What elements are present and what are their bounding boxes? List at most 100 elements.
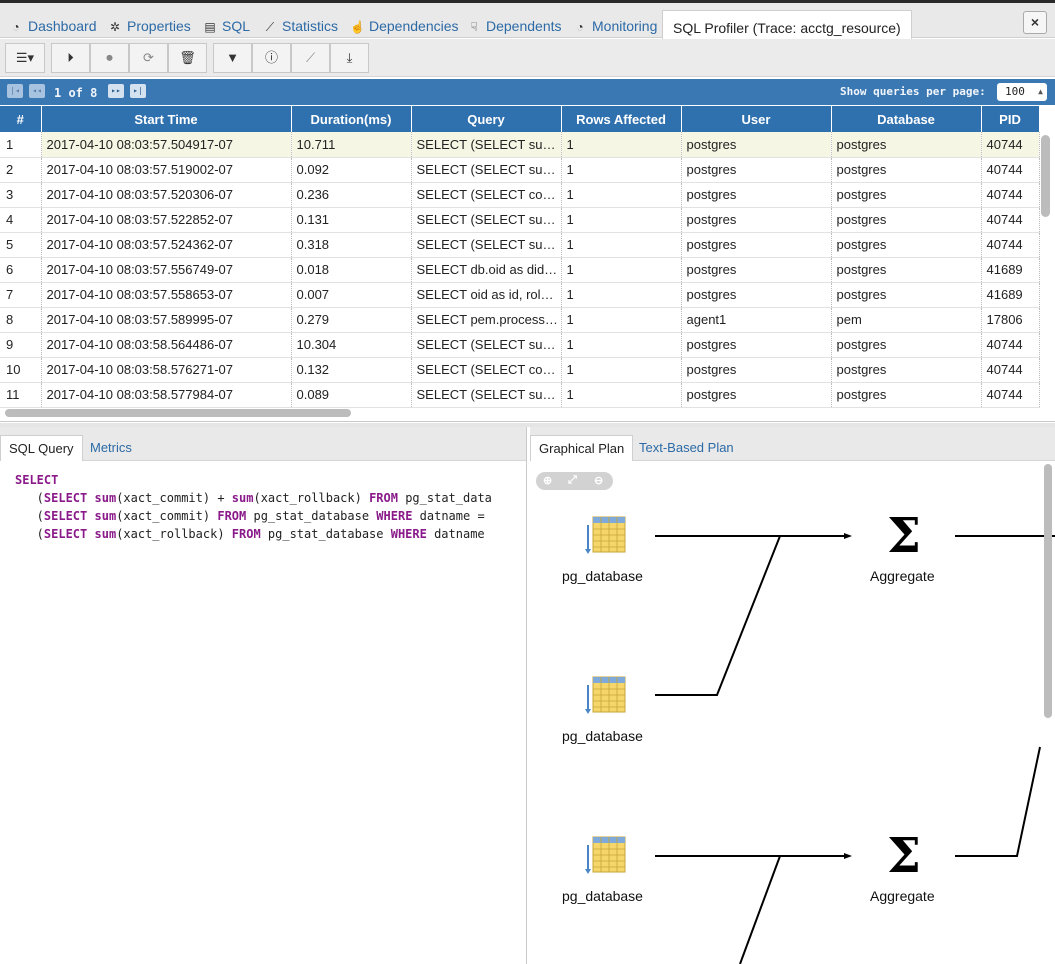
prev-page-button[interactable]: ◂◂ bbox=[29, 84, 45, 98]
info-button[interactable]: ⓘ bbox=[252, 43, 291, 73]
stop-trace-button[interactable]: ⏺ bbox=[90, 43, 129, 73]
table-cell: postgres bbox=[831, 182, 982, 208]
table-cell: 1 bbox=[561, 357, 682, 383]
info-icon: ⓘ bbox=[264, 50, 278, 65]
table-cell: 1 bbox=[561, 282, 682, 308]
column-header[interactable]: Duration(ms) bbox=[291, 106, 412, 132]
table-cell: 1 bbox=[561, 182, 682, 208]
next-page-button[interactable]: ▸▸ bbox=[108, 84, 124, 98]
table-cell: 0.236 bbox=[291, 182, 412, 208]
start-trace-button[interactable]: ⏵ bbox=[51, 43, 90, 73]
tab-graphical-plan[interactable]: Graphical Plan bbox=[530, 435, 634, 461]
sql-keyword: SELECT bbox=[43, 491, 88, 505]
sql-keyword: sum bbox=[94, 527, 117, 541]
sql-text: pg_stat_database bbox=[246, 509, 377, 523]
sql-query-text[interactable]: SELECT (SELECT sum(xact_commit) + sum(xa… bbox=[15, 471, 492, 543]
table-cell: postgres bbox=[831, 332, 982, 358]
column-header[interactable]: Rows Affected bbox=[561, 106, 682, 132]
delete-trace-button[interactable]: 🗑 bbox=[168, 43, 207, 73]
column-header[interactable]: Start Time bbox=[41, 106, 292, 132]
zoom-out-icon[interactable]: ⊖ bbox=[594, 475, 604, 487]
table-cell: postgres bbox=[831, 257, 982, 283]
tab-sql-profiler[interactable]: SQL Profiler (Trace: acctg_resource) bbox=[662, 10, 912, 41]
table-cell: SELECT (SELECT sum(tup_inserted) FROM pg… bbox=[411, 207, 562, 233]
plan-vertical-scrollbar[interactable] bbox=[1044, 464, 1052, 718]
tab-dependents[interactable]: ☟Dependents bbox=[467, 14, 561, 38]
grid-horizontal-scrollbar[interactable] bbox=[5, 409, 351, 417]
column-header[interactable]: PID bbox=[981, 106, 1040, 132]
table-cell: 2017-04-10 08:03:57.519002-07 bbox=[41, 157, 292, 183]
aggregate-sigma-icon[interactable]: Σ bbox=[887, 828, 921, 884]
sql-keyword: FROM bbox=[217, 509, 247, 523]
table-cell: postgres bbox=[681, 257, 832, 283]
dashboard-icon: ◔ bbox=[12, 20, 20, 34]
filter-button[interactable]: ▼ bbox=[213, 43, 252, 73]
tab-metrics[interactable]: Metrics bbox=[90, 440, 132, 455]
tab-sql[interactable]: ▤SQL bbox=[203, 14, 250, 38]
table-cell: 40744 bbox=[981, 132, 1040, 158]
tab-properties[interactable]: ✲Properties bbox=[108, 14, 191, 38]
table-cell: postgres bbox=[681, 382, 832, 408]
aggregate-sigma-icon[interactable]: Σ bbox=[887, 508, 921, 564]
column-header[interactable]: # bbox=[0, 106, 42, 132]
last-page-button[interactable]: ▸| bbox=[130, 84, 146, 98]
tab-monitoring[interactable]: ◔Monitoring bbox=[573, 14, 657, 38]
arrowhead bbox=[844, 853, 852, 859]
table-cell: 6 bbox=[0, 257, 42, 283]
table-cell: 1 bbox=[561, 132, 682, 158]
first-page-button[interactable]: |◂ bbox=[7, 84, 23, 98]
table-cell: SELECT db.oid as did, db.datname bbox=[411, 257, 562, 283]
tab-dashboard[interactable]: ◔Dashboard bbox=[9, 14, 96, 38]
table-cell: postgres bbox=[831, 232, 982, 258]
tab-dependencies[interactable]: ☝Dependencies bbox=[350, 14, 459, 38]
zoom-fit-icon[interactable]: ⤢ bbox=[568, 474, 577, 486]
sql-text: ( bbox=[15, 509, 44, 523]
columns-menu-button[interactable]: ☰▾ bbox=[5, 43, 45, 73]
refresh-button[interactable]: ⟳ bbox=[129, 43, 168, 73]
zoom-in-icon[interactable]: ⊕ bbox=[543, 475, 553, 487]
table-cell: 2017-04-10 08:03:58.576271-07 bbox=[41, 357, 292, 383]
column-header[interactable]: Database bbox=[831, 106, 982, 132]
grid-vertical-scrollbar[interactable] bbox=[1041, 135, 1050, 217]
metrics-chart-button[interactable]: ⟋ bbox=[291, 43, 330, 73]
pg-database-node-icon[interactable] bbox=[585, 836, 626, 874]
table-cell: 1 bbox=[561, 207, 682, 233]
tab-text-based-plan[interactable]: Text-Based Plan bbox=[639, 440, 734, 455]
sql-text: ( bbox=[15, 527, 44, 541]
plan-graph: Σ Σ bbox=[585, 508, 1055, 964]
table-cell: SELECT (SELECT sum(xact_commit) + sum(xa… bbox=[411, 132, 562, 158]
column-header[interactable]: Query bbox=[411, 106, 562, 132]
close-tab-button[interactable]: × bbox=[1023, 11, 1047, 34]
pg-database-node-icon[interactable] bbox=[585, 676, 626, 714]
table-cell: 3 bbox=[0, 182, 42, 208]
sql-keyword: SELECT bbox=[43, 527, 88, 541]
panel-tab-bar: ◔Dashboard ✲Properties ▤SQL ⟋Statistics … bbox=[0, 0, 1055, 41]
table-cell: 40744 bbox=[981, 357, 1040, 383]
download-button[interactable]: ⤓ bbox=[330, 43, 369, 73]
tab-sql-query[interactable]: SQL Query bbox=[0, 435, 83, 461]
table-cell: 8 bbox=[0, 307, 42, 333]
column-header[interactable]: User bbox=[681, 106, 832, 132]
tab-statistics[interactable]: ⟋Statistics bbox=[263, 14, 338, 38]
pg-database-node-icon[interactable] bbox=[585, 516, 626, 554]
sql-text: (xact_rollback) bbox=[116, 527, 232, 541]
table-cell: 40744 bbox=[981, 207, 1040, 233]
table-cell: 1 bbox=[561, 307, 682, 333]
plan-edge bbox=[955, 746, 1041, 857]
pane-splitter[interactable] bbox=[0, 423, 1055, 427]
select-arrows-icon: ▲ bbox=[1038, 87, 1043, 96]
per-page-select[interactable]: 100▲ bbox=[997, 83, 1047, 101]
table-cell: 2017-04-10 08:03:57.504917-07 bbox=[41, 132, 292, 158]
plan-node-label: Aggregate bbox=[870, 568, 935, 584]
